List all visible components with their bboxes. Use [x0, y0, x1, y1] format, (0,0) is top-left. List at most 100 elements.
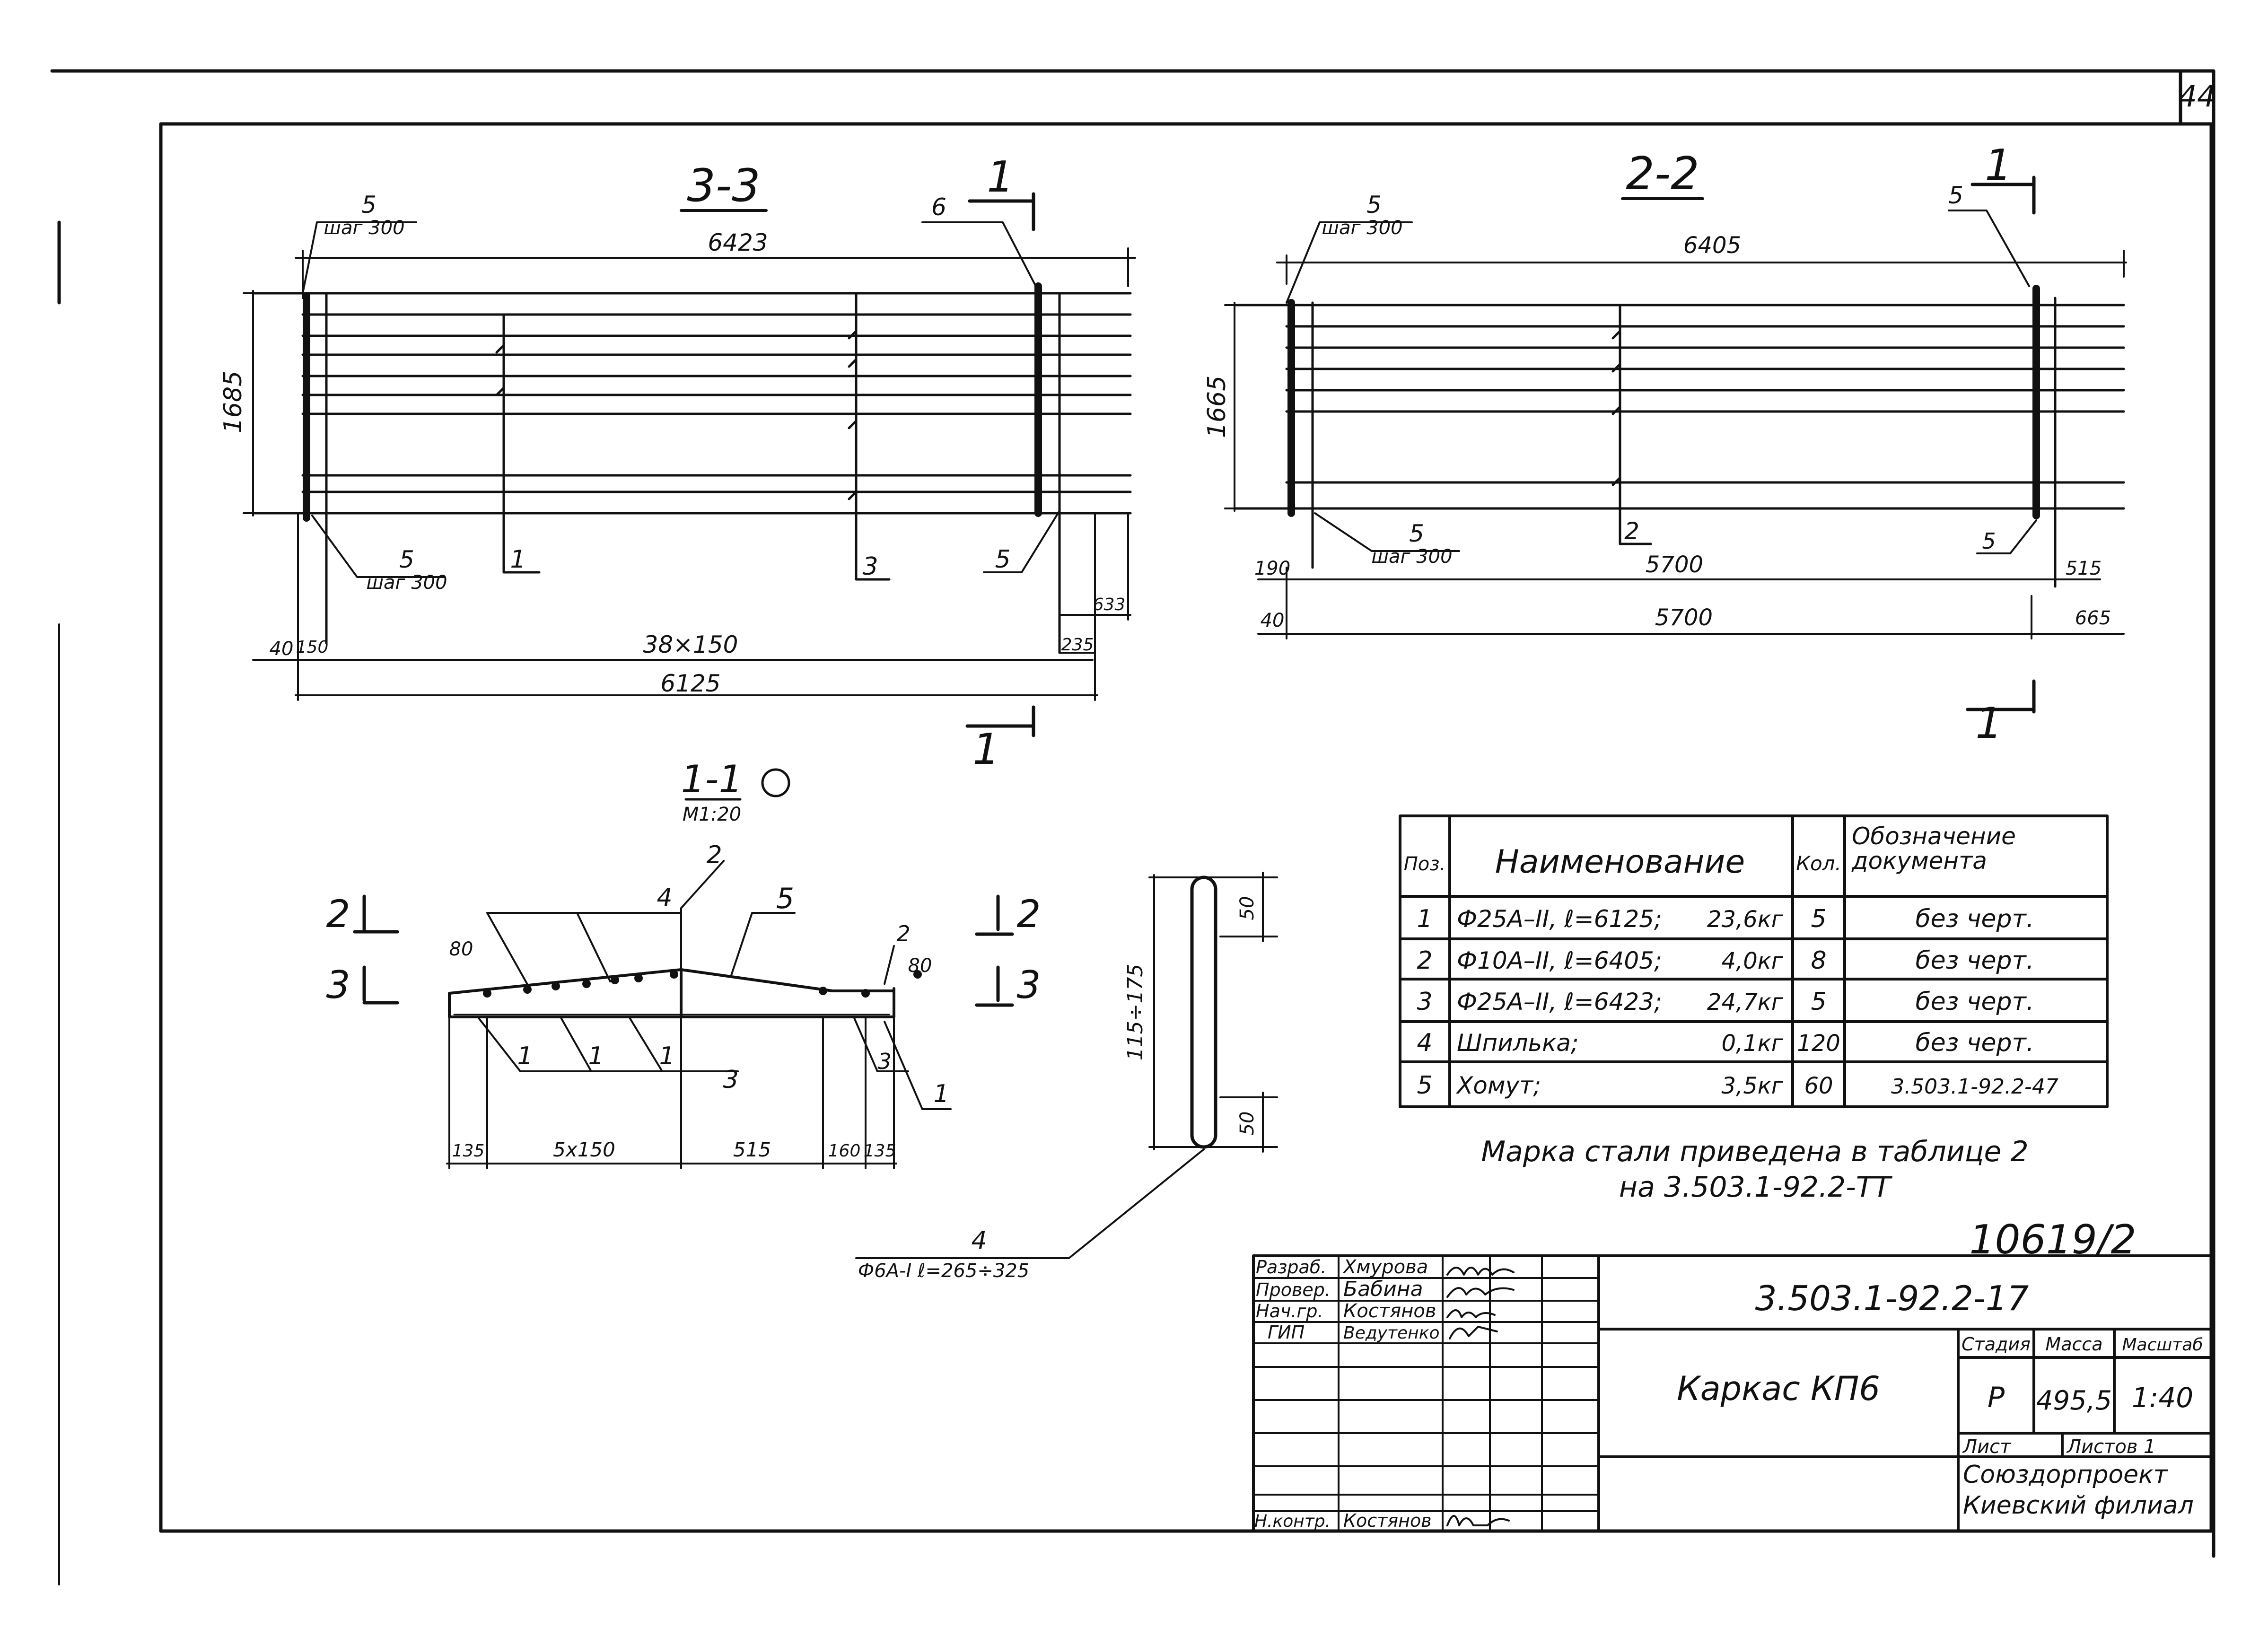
spec-header-doc: Обозначение документа [1852, 823, 2016, 875]
table-row: 1 Ф25А–II, ℓ=6125; 23,6кг 5 без черт. [1417, 905, 2034, 933]
view-2-2-dim-inner: 5700 [1646, 552, 1703, 578]
title-block: Разраб. Хмурова Провер. Бабина Нач.гр. К… [1252, 1254, 2213, 1532]
view-1-1-callout-3: 3 [723, 1066, 738, 1094]
tb-scale: 1:40 [2132, 1382, 2193, 1414]
tb-name-norm-control: Костянов [1343, 1510, 1432, 1531]
spec-row-name: Ф25А–II, ℓ=6423; [1457, 988, 1662, 1015]
spec-row-name: Шпилька; [1457, 1029, 1579, 1057]
view-1-1-callout-2-right: 2 [896, 921, 910, 946]
sheet-frame [50, 69, 2215, 1585]
spec-row-mass: 3,5кг [1721, 1073, 1783, 1099]
note-line-2: на 3.503.1-92.2-ТТ [1619, 1171, 1893, 1204]
table-row: 2 Ф10А–II, ℓ=6405; 4,0кг 8 без черт. [1417, 946, 2034, 975]
spec-row-name: Ф25А–II, ℓ=6125; [1457, 905, 1662, 933]
view-1-1-dim-135-left: 135 [452, 1141, 485, 1161]
view-1-1-title: 1-1 [681, 757, 743, 801]
spec-row-pos: 4 [1417, 1029, 1432, 1057]
view-1-1-dim-5x150: 5x150 [553, 1138, 615, 1161]
view-2-2-callout-5-bottom-right: 5 [1982, 528, 1996, 554]
view-2-2-callout-5-top: 5 [1366, 191, 1382, 219]
view-1-1-dim-135-right: 135 [864, 1141, 896, 1161]
tb-stage-label: Стадия [1962, 1334, 2031, 1355]
pin-dim-bottom: 50 [1236, 1112, 1258, 1136]
view-3-3-dim-150: 150 [296, 638, 329, 657]
table-row: 4 Шпилька; 0,1кг 120 без черт. [1417, 1029, 2034, 1057]
spec-row-mass: 23,6кг [1707, 906, 1784, 933]
view-3-3-cut-top: 1 [987, 152, 1014, 202]
view-1-1-dim-80-right: 80 [908, 955, 932, 977]
view-1-1-callout-1-right: 1 [933, 1080, 949, 1108]
tb-mass-label: Масса [2045, 1334, 2102, 1355]
view-3-3-callout-step-bottom: шаг 300 [366, 572, 447, 594]
tb-doc-code: 3.503.1-92.2-17 [1755, 1278, 2029, 1318]
note-line-1: Марка стали приведена в таблице 2 [1481, 1135, 2028, 1168]
view-3-3-callout-1: 1 [510, 545, 525, 574]
view-3-3-dim-633: 633 [1093, 595, 1126, 614]
tb-role-developer: Разраб. [1256, 1257, 1326, 1278]
view-1-1-callout-2: 2 [706, 841, 722, 869]
pin-dim-top: 50 [1236, 896, 1258, 920]
spec-row-mass: 0,1кг [1721, 1030, 1783, 1057]
signatures [1446, 1267, 1515, 1526]
view-3-3-callout-5-bottom: 5 [399, 546, 414, 573]
view-2-2: 2-2 1 6405 [1203, 140, 2127, 748]
spec-row-name: Хомут; [1455, 1072, 1541, 1099]
view-2-2-title: 2-2 [1626, 148, 1699, 200]
view-1-1-cut-2-left: 2 [326, 892, 350, 936]
spec-row-mass: 4,0кг [1721, 948, 1783, 974]
spec-row-qty: 5 [1811, 905, 1826, 933]
spec-row-doc: без черт. [1916, 946, 2034, 975]
view-1-1: 1-1 М1:20 2 3 2 3 [326, 757, 1041, 1169]
tb-role-group-head: Нач.гр. [1256, 1301, 1323, 1322]
tb-name-group-head: Костянов [1343, 1300, 1436, 1322]
tb-role-chief-engineer: ГИП [1268, 1322, 1305, 1343]
pin-detail: 50 50 115÷175 4 Ф6А-I ℓ=265÷325 [855, 872, 1278, 1282]
spec-row-qty: 5 [1811, 988, 1826, 1016]
view-2-2-dim-665: 665 [2075, 607, 2111, 629]
tb-role-norm-control: Н.контр. [1254, 1512, 1331, 1531]
tb-name-developer: Хмурова [1342, 1256, 1428, 1278]
view-3-3-dim-top: 6423 [708, 229, 768, 256]
spec-table: Поз. Наименование Кол. Обозначение докум… [1399, 814, 2109, 1108]
view-1-1-dim-80-left: 80 [449, 938, 473, 960]
view-3-3-dim-40: 40 [270, 638, 294, 660]
view-2-2-callout-step-top: шаг 300 [1322, 217, 1402, 239]
view-3-3-dim-total: 6125 [660, 670, 720, 697]
tb-stage: Р [1988, 1381, 2005, 1414]
view-3-3-callout-3: 3 [862, 552, 878, 581]
spec-row-pos: 5 [1417, 1071, 1432, 1100]
tb-org-line-1: Союздорпроект [1963, 1461, 2169, 1489]
tb-scale-label: Масштаб [2122, 1335, 2203, 1355]
view-3-3-callout-5-top: 5 [361, 191, 377, 219]
pin-callout-4: 4 [971, 1226, 987, 1255]
spec-row-doc: 3.503.1-92.2-47 [1891, 1075, 2058, 1099]
spec-row-pos: 1 [1417, 905, 1432, 933]
table-row: 5 Хомут; 3,5кг 60 3.503.1-92.2-47 [1417, 1071, 2058, 1100]
pin-dim-length: 115÷175 [1123, 964, 1147, 1061]
view-2-2-bars [1233, 304, 2125, 510]
view-1-1-callout-4: 4 [657, 884, 672, 912]
view-2-2-dim-height: 1665 [1203, 376, 1231, 438]
spec-row-qty: 120 [1797, 1030, 1840, 1057]
view-2-2-dim-40: 40 [1261, 610, 1285, 631]
view-2-2-cut-bottom: 1 [1975, 699, 2002, 748]
view-2-2-dim-515: 515 [2066, 558, 2102, 579]
tb-sheet-label: Лист [1962, 1436, 2012, 1458]
spec-header-qty: Кол. [1796, 852, 1841, 875]
view-2-2-dim-bottom: 5700 [1655, 604, 1713, 631]
tb-name-chief-engineer: Ведутенко [1343, 1323, 1439, 1343]
view-3-3-callout-5: 5 [995, 545, 1010, 574]
view-1-1-dim-160: 160 [828, 1141, 861, 1161]
spec-row-mass: 24,7кг [1707, 989, 1784, 1015]
view-1-1-callout-5: 5 [776, 882, 794, 915]
table-row: 3 Ф25А–II, ℓ=6423; 24,7кг 5 без черт. [1417, 988, 2034, 1016]
spec-row-pos: 3 [1417, 988, 1432, 1016]
spec-row-name: Ф10А–II, ℓ=6405; [1457, 947, 1662, 974]
view-1-1-cut-3-right: 3 [1017, 963, 1041, 1007]
view-1-1-dim-515: 515 [733, 1138, 771, 1161]
view-1-1-callout-3-right: 3 [877, 1049, 891, 1074]
view-1-1-callout-1c: 1 [659, 1042, 674, 1070]
spec-rows: 1 Ф25А–II, ℓ=6125; 23,6кг 5 без черт. 2 … [1417, 905, 2058, 1100]
tb-name-checker: Бабина [1343, 1277, 1423, 1301]
view-1-1-cut-2-right: 2 [1017, 892, 1041, 936]
